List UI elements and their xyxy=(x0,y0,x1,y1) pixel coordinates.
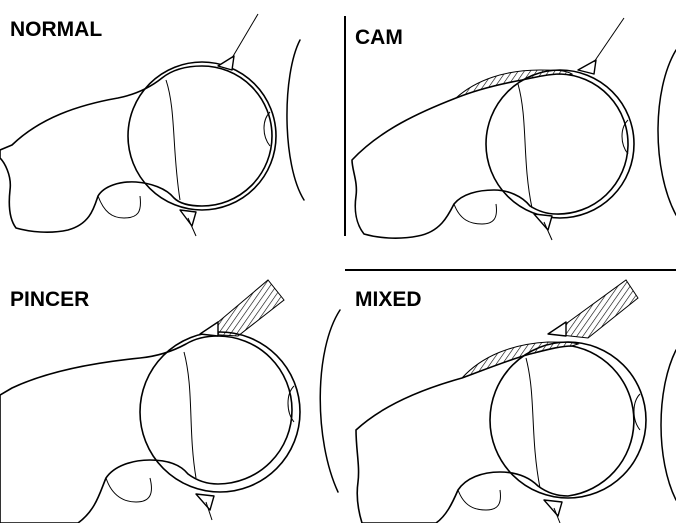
lower-labrum xyxy=(534,214,552,230)
femur-outline xyxy=(0,336,292,523)
acetabulum-arc xyxy=(320,310,340,492)
panel-label-normal: NORMAL xyxy=(10,18,102,41)
femur-outline xyxy=(0,66,272,232)
acetabulum-arc xyxy=(661,350,676,500)
panel-label-pincer: PINCER xyxy=(10,288,89,311)
panel-label-cam: CAM xyxy=(355,26,403,49)
trochanter-line xyxy=(106,478,151,502)
trochanter-line xyxy=(458,490,500,510)
lower-labrum xyxy=(544,500,562,516)
femur-outline xyxy=(356,346,634,523)
acetabulum-arc xyxy=(287,40,304,200)
trochanter-line xyxy=(454,204,496,224)
panel-cam xyxy=(352,18,676,240)
upper-labrum xyxy=(548,322,566,336)
panel-normal xyxy=(0,14,304,236)
upper-labrum xyxy=(200,322,218,336)
upper-labrum-line xyxy=(232,14,258,58)
upper-labrum-line xyxy=(594,18,624,62)
trochanter-line xyxy=(98,196,140,218)
panel-pincer xyxy=(0,280,340,523)
panel-mixed xyxy=(356,280,676,523)
acetabulum-arc xyxy=(658,50,676,215)
panel-label-mixed: MIXED xyxy=(355,288,422,311)
lower-labrum xyxy=(196,494,214,510)
upper-labrum xyxy=(578,60,596,74)
fovea-notch xyxy=(634,394,640,430)
